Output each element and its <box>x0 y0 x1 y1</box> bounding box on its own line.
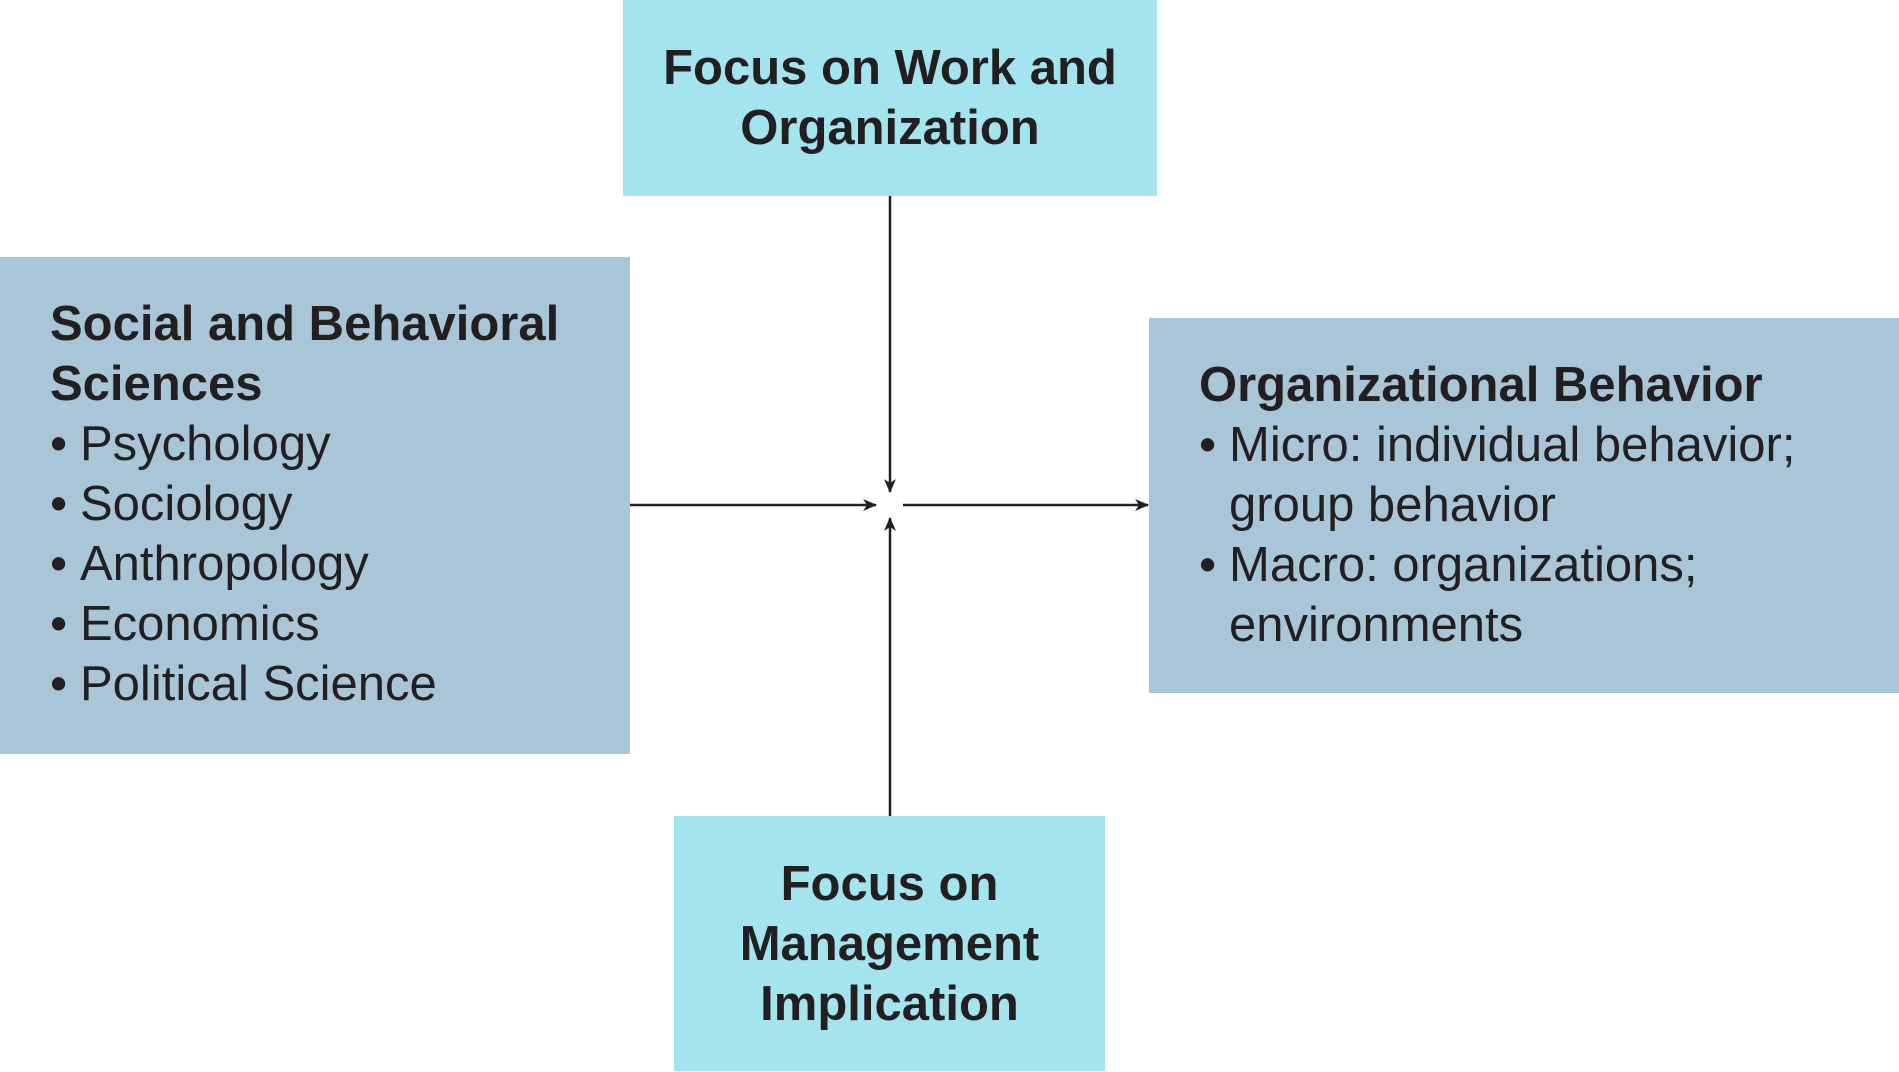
social-behavioral-sciences-box: Social and Behavioral Sciences •Psycholo… <box>0 257 630 754</box>
list-item: •Psychology <box>50 414 610 474</box>
bullet-icon: • <box>50 597 68 651</box>
list-item: •Macro: organizations; environments <box>1199 535 1879 655</box>
list-item: •Economics <box>50 594 610 654</box>
list-item: •Anthropology <box>50 534 610 594</box>
focus-work-organization-title: Focus on Work and Organization <box>663 41 1117 155</box>
list-item-label: Macro: organizations; environments <box>1229 538 1698 652</box>
focus-management-implication-title: Focus on Management Implication <box>739 856 1040 1031</box>
organizational-behavior-box: Organizational Behavior •Micro: individu… <box>1149 318 1899 693</box>
list-item-label: Sociology <box>80 477 293 531</box>
organizational-behavior-title: Organizational Behavior <box>1199 358 1763 412</box>
list-item-label: Economics <box>80 597 320 651</box>
list-item-label: Psychology <box>80 417 331 471</box>
bullet-icon: • <box>1199 538 1217 592</box>
bullet-icon: • <box>50 477 68 531</box>
focus-work-organization-box: Focus on Work and Organization <box>623 0 1157 196</box>
bullet-icon: • <box>1199 418 1217 472</box>
list-item-label: Micro: individual behavior; group behavi… <box>1229 418 1796 532</box>
bullet-icon: • <box>50 657 68 711</box>
list-item-label: Political Science <box>80 657 437 711</box>
social-behavioral-sciences-list: •Psychology •Sociology •Anthropology •Ec… <box>50 414 610 714</box>
list-item: •Micro: individual behavior; group behav… <box>1199 415 1879 535</box>
list-item: •Political Science <box>50 654 610 714</box>
list-item-label: Anthropology <box>80 537 369 591</box>
organizational-behavior-list: •Micro: individual behavior; group behav… <box>1199 415 1879 655</box>
bullet-icon: • <box>50 417 68 471</box>
bullet-icon: • <box>50 537 68 591</box>
list-item: •Sociology <box>50 474 610 534</box>
social-behavioral-sciences-title: Social and Behavioral Sciences <box>50 297 560 411</box>
focus-management-implication-box: Focus on Management Implication <box>674 816 1105 1071</box>
